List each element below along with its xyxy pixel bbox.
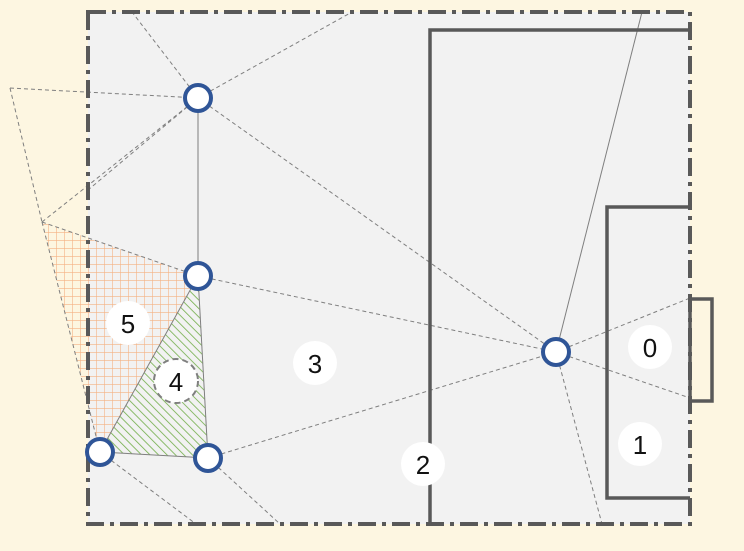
penalty-box-line [428,28,690,524]
zone-label-disc-3 [293,341,337,385]
connection-lines [9,11,691,525]
goal-area-line [605,205,690,500]
zone-label-1: 1 [633,430,647,460]
node-bottom [193,443,223,473]
node-top [183,83,213,113]
zone-label-2: 2 [416,450,430,480]
zone-label-disc-2 [401,442,445,486]
zone-label-disc-0 [628,325,672,369]
zone-label-5: 5 [121,309,135,339]
node-bottom-left [85,437,115,467]
connection-lines-solid [99,11,643,459]
zone-label-disc-4 [153,358,199,404]
zone-label-disc-1 [618,422,662,466]
zone-label-3: 3 [308,349,322,379]
zone-label-4: 4 [169,367,183,397]
zone-label-disc-5 [106,301,150,345]
zone-label-0: 0 [643,333,657,363]
node-mid-left [183,261,213,291]
goal-frame [688,297,714,403]
pitch-boundary [86,10,692,526]
node-right [541,337,571,367]
zone-4-region [100,276,208,458]
